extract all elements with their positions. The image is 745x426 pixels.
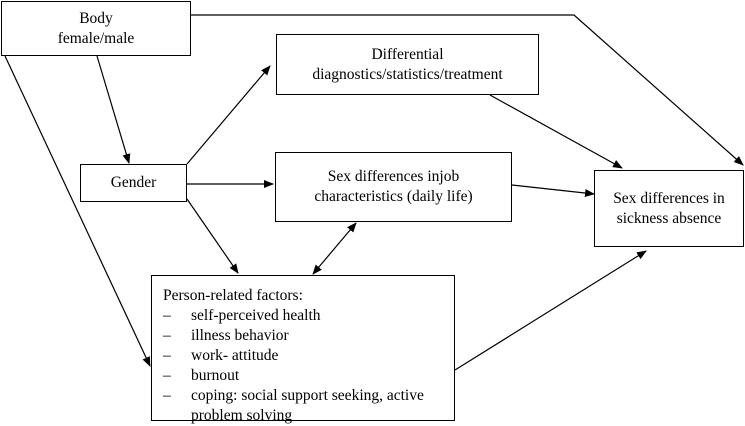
body-label: Body [79,9,113,27]
factor-item: – illness behavior [163,326,454,346]
factor-bullet: – [163,327,171,344]
sickness-sublabel: sickness absence [616,209,722,227]
body-sublabel: female/male [57,29,135,47]
differential-node: Differential diagnostics/statistics/trea… [276,34,539,95]
gender-label: Gender [110,174,157,191]
arrow-gender-to-person [186,198,239,274]
arrow-body-to-person [4,55,151,367]
sickness-label: Sex differences in [613,189,725,207]
person-factors-title: Person-related factors: [163,287,303,304]
arrow-sexjob-person-bidirectional [312,222,357,275]
person-factors-node: Person-related factors: – self-perceived… [151,275,455,424]
arrow-sexjob-to-sickness [511,184,595,197]
factor-item: – self-perceived health [163,306,454,326]
sex-job-node: Sex differences injob characteristics (d… [275,152,512,222]
arrow-differential-to-sickness [489,94,623,169]
factor-item: – work- attitude [163,346,454,366]
arrow-gender-to-differential [186,65,271,165]
factor-text: work- attitude [191,347,279,364]
factor-bullet: – [163,307,171,324]
factor-text: burnout [191,367,240,384]
factor-text: coping: social support seeking, active p… [191,387,424,424]
differential-label: Differential [371,45,444,63]
sex-job-label: Sex differences injob [327,168,460,185]
person-factors-list: – self-perceived health – illness behavi… [163,306,454,426]
arrow-body-to-sickness [191,14,744,166]
factor-bullet: – [163,367,171,384]
factor-item: – coping: social support seeking, active… [163,386,454,426]
arrow-person-to-sickness [454,250,647,371]
body-node: Body female/male [1,1,191,56]
factor-text: illness behavior [191,327,289,344]
differential-sublabel: diagnostics/statistics/treatment [312,65,503,83]
sex-job-sublabel: characteristics (daily life) [314,188,473,205]
factor-bullet: – [163,347,171,364]
factor-item: – burnout [163,366,454,386]
arrow-body-to-gender [96,55,131,164]
gender-node: Gender [80,164,187,202]
factor-text: self-perceived health [191,307,321,324]
factor-bullet: – [163,387,171,404]
sickness-node: Sex differences in sickness absence [594,170,744,247]
